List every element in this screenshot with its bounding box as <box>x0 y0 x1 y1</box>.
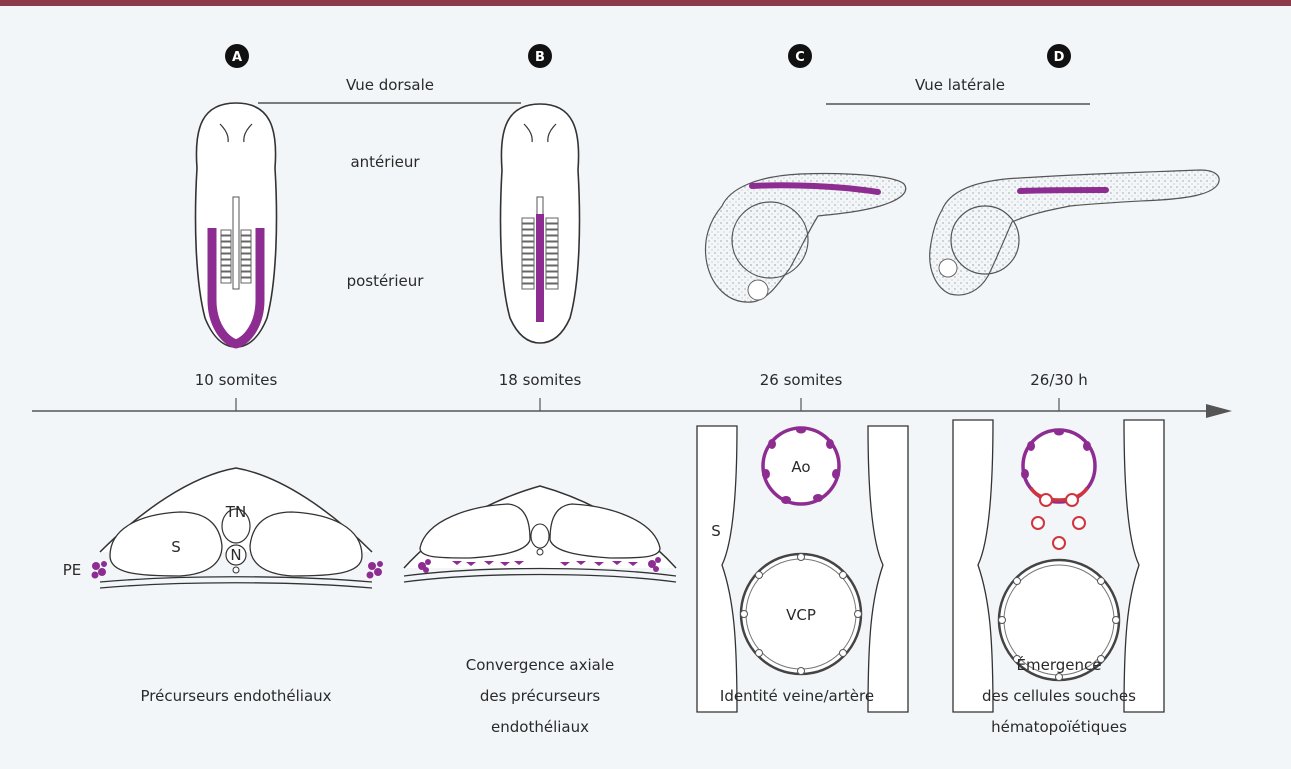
stage-label-26-30h: 26/30 h <box>1030 371 1088 389</box>
label-n: N <box>230 546 241 564</box>
label-ao: Ao <box>791 458 810 476</box>
cross-section-a <box>92 468 384 588</box>
view-title-lateral: Vue latérale <box>915 76 1005 94</box>
embryo-c-lateral <box>705 173 905 302</box>
caption-b-line-2: des précurseurs <box>480 687 601 705</box>
panel-badge-c: C <box>788 44 812 68</box>
caption-a-line-1: Précurseurs endothéliaux <box>140 687 331 705</box>
caption-c-line-1: Identité veine/artère <box>720 687 874 705</box>
caption-d-line-2: des cellules souches <box>982 687 1136 705</box>
panel-badge-b: B <box>528 44 552 68</box>
caption-d-line-1: Émergence <box>1017 655 1102 674</box>
label-s-section: S <box>711 522 721 540</box>
embryo-d-lateral <box>930 170 1219 295</box>
view-title-dorsal: Vue dorsale <box>346 76 434 94</box>
svg-text:D: D <box>1054 50 1065 65</box>
stage-label-18-somites: 18 somites <box>499 371 582 389</box>
caption-a: Précurseurs endothéliaux <box>140 687 331 705</box>
label-anterior: antérieur <box>350 153 420 171</box>
panel-badge-d: D <box>1047 44 1071 68</box>
caption-c: Identité veine/artère <box>720 687 874 705</box>
svg-text:C: C <box>795 50 805 65</box>
caption-b-line-3: endothéliaux <box>491 718 589 736</box>
embryo-b-dorsal <box>501 104 580 343</box>
caption-b: Convergence axiale des précurseurs endot… <box>466 656 615 736</box>
caption-d-line-3: hématopoïétiques <box>991 718 1127 736</box>
timeline-axis <box>32 398 1232 418</box>
caption-d: Émergence des cellules souches hématopoï… <box>982 655 1136 736</box>
label-posterior: postérieur <box>347 272 425 290</box>
label-pe: PE <box>63 561 82 579</box>
label-s-somite: S <box>171 538 181 556</box>
panel-badge-a: A <box>225 44 249 68</box>
cross-section-b <box>404 486 676 582</box>
label-vcp: VCP <box>786 606 816 624</box>
stage-label-26-somites: 26 somites <box>760 371 843 389</box>
stage-label-10-somites: 10 somites <box>195 371 278 389</box>
embryo-a-dorsal <box>196 103 277 347</box>
caption-b-line-1: Convergence axiale <box>466 656 615 674</box>
svg-text:B: B <box>535 50 545 65</box>
svg-text:A: A <box>232 50 242 65</box>
label-tn: TN <box>225 503 246 521</box>
